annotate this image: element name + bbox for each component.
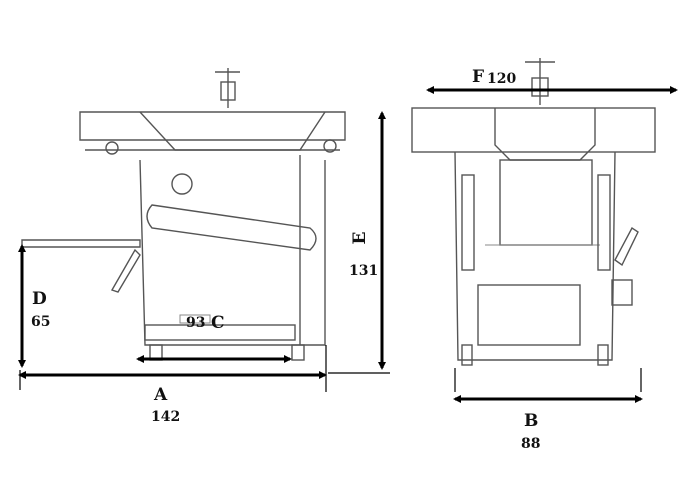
front-view-machine	[411, 58, 656, 366]
label-c-value: 93	[186, 315, 205, 331]
label-f-value: 120	[487, 71, 516, 87]
handwheel-icon	[215, 68, 240, 108]
label-d-value: 65	[31, 314, 50, 330]
handwheel-icon	[525, 58, 555, 105]
side-view-machine	[21, 68, 346, 361]
label-a-letter: A	[153, 385, 168, 405]
label-d-letter: D	[32, 289, 47, 309]
label-e-value: 131	[349, 263, 378, 279]
label-e-letter: E	[350, 231, 370, 244]
label-f-letter: F	[472, 67, 484, 87]
label-b-value: 88	[521, 436, 540, 452]
label-a-value: 142	[151, 409, 180, 425]
label-b-letter: B	[524, 411, 538, 431]
label-c-letter: C	[211, 313, 225, 333]
